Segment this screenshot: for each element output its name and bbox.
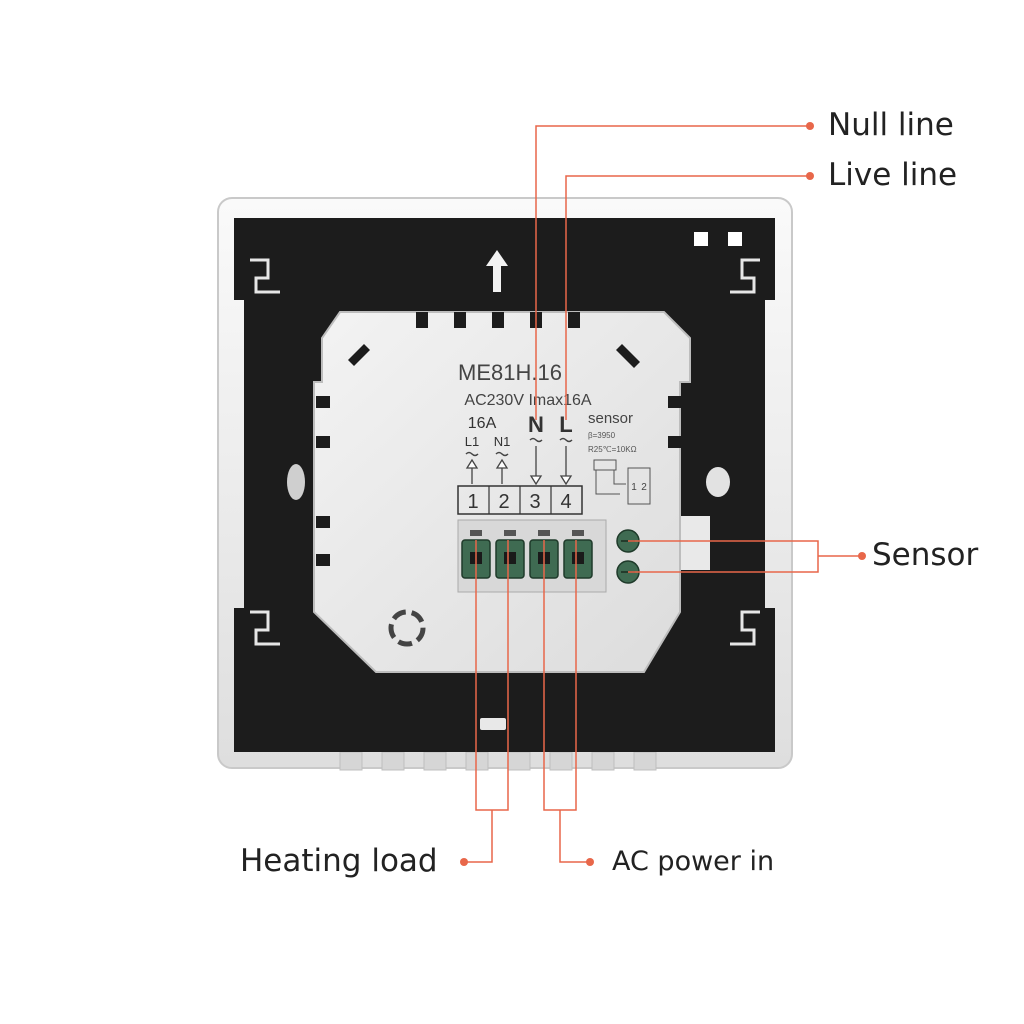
sensor-beta: β=3950 bbox=[588, 431, 616, 440]
ac-power-in-callout: AC power in bbox=[612, 846, 775, 877]
null-line-callout: Null line bbox=[828, 107, 954, 143]
up-arrow-icon bbox=[486, 250, 508, 292]
terminal-number-box bbox=[457, 485, 583, 515]
sensor-terminal-2: 2 bbox=[641, 482, 647, 493]
screw-terminal-block bbox=[457, 519, 607, 593]
heating-load-callout: Heating load bbox=[240, 843, 438, 879]
model-label: ME81H.16 bbox=[458, 360, 562, 385]
sensor-resistance: R25℃=10KΩ bbox=[588, 445, 637, 454]
rating-label: AC230V Imax16A bbox=[464, 392, 592, 409]
terminal-number-1: 1 bbox=[467, 491, 478, 513]
terminal-number-2: 2 bbox=[498, 491, 509, 513]
tilde-icon bbox=[465, 437, 573, 457]
sensor-callout: Sensor bbox=[872, 537, 979, 573]
terminal-number-3: 3 bbox=[529, 491, 540, 513]
live-line-callout: Live line bbox=[828, 157, 958, 193]
load-current-label: 16A bbox=[468, 415, 497, 432]
leader-lines bbox=[464, 125, 862, 863]
terminal-label-n: N bbox=[528, 412, 544, 437]
screw-hole-icon bbox=[388, 609, 426, 647]
terminal-label-l: L bbox=[559, 412, 572, 437]
terminal-label-n1: N1 bbox=[494, 434, 511, 449]
sensor-schematic bbox=[593, 459, 651, 505]
leader-dots bbox=[460, 122, 866, 866]
terminal-arrows bbox=[465, 446, 573, 486]
terminal-label-l1: L1 bbox=[465, 434, 479, 449]
sensor-terminal-1: 1 bbox=[631, 482, 637, 493]
terminal-number-4: 4 bbox=[560, 491, 571, 513]
sensor-title: sensor bbox=[588, 410, 633, 427]
